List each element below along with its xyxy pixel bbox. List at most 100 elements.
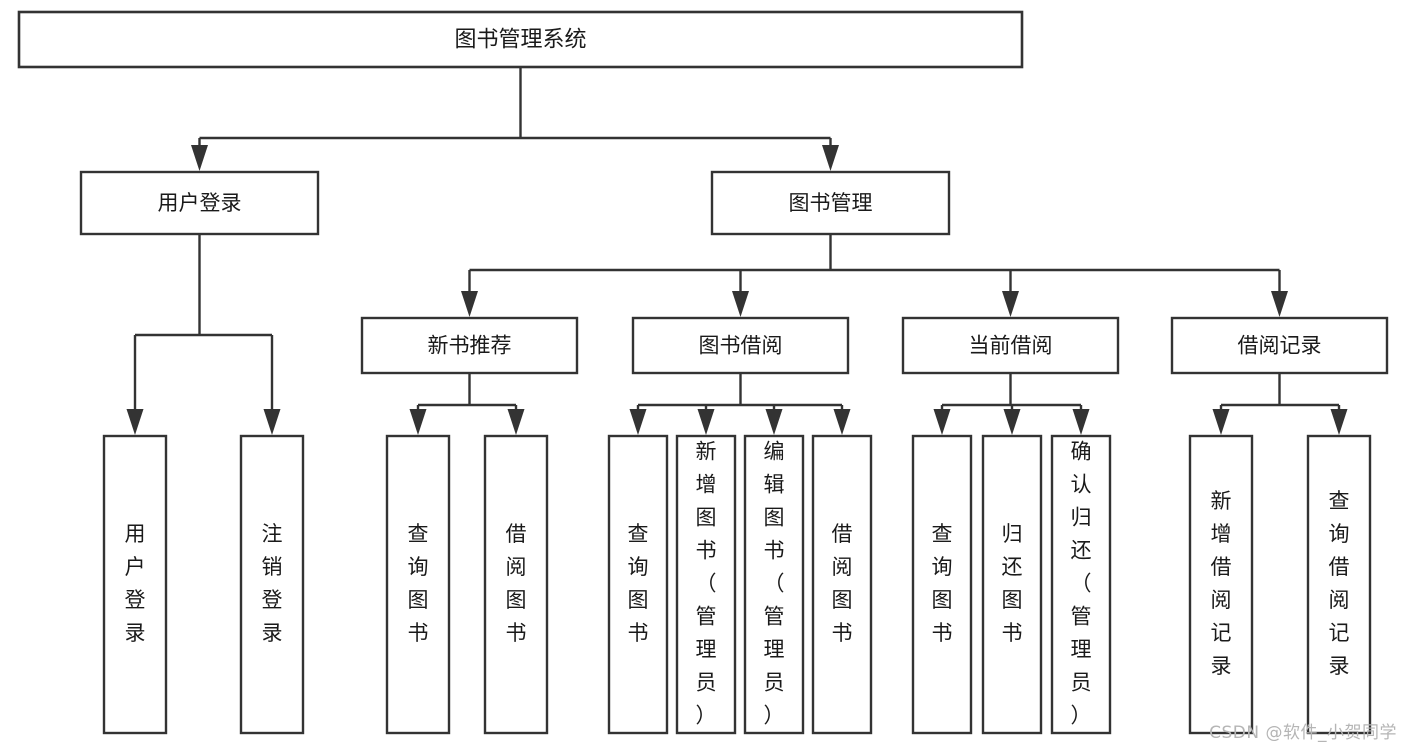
svg-text:询: 询 — [1329, 522, 1350, 546]
svg-text:记: 记 — [1329, 621, 1350, 645]
arrow-level3-2-to-leaf-1 — [1003, 405, 1021, 435]
arrow-level3-0-to-leaf-0 — [409, 405, 427, 435]
svg-text:询: 询 — [628, 555, 649, 579]
arrow-head-icon — [191, 145, 208, 171]
node-level3-label-1: 图书借阅 — [699, 334, 783, 358]
svg-text:阅: 阅 — [832, 555, 853, 579]
svg-text:图: 图 — [408, 588, 429, 612]
arrow-level3-3-to-leaf-1 — [1330, 405, 1348, 435]
svg-text:销: 销 — [262, 555, 283, 579]
svg-text:员: 员 — [696, 671, 717, 695]
svg-text:理: 理 — [1071, 638, 1092, 662]
arrow-root-to-level2-0 — [191, 138, 208, 171]
svg-text:借: 借 — [506, 522, 527, 546]
arrow-head-icon — [507, 409, 525, 435]
arrow-head-icon — [409, 409, 427, 435]
node-leaf-7-box — [811, 434, 873, 735]
svg-text:图: 图 — [932, 588, 953, 612]
arrow-level3-3-to-leaf-0 — [1212, 405, 1230, 435]
svg-text:理: 理 — [696, 638, 717, 662]
arrow-level3-2-to-leaf-2 — [1072, 405, 1090, 435]
node-level3-label-0: 新书推荐 — [428, 334, 512, 358]
arrow-root-to-level2-1 — [822, 138, 839, 171]
svg-text:借: 借 — [1329, 555, 1350, 579]
svg-text:认: 认 — [1071, 473, 1092, 497]
svg-text:登: 登 — [262, 588, 283, 612]
svg-text:还: 还 — [1002, 555, 1023, 579]
node-root[interactable]: 图书管理系统 — [17, 10, 1024, 69]
arrow-level3-0-to-leaf-1 — [507, 405, 525, 435]
node-level3-1-box — [631, 316, 850, 375]
node-level2-1-box — [710, 170, 951, 236]
node-leaf-0[interactable]: 用户登录 — [102, 434, 168, 735]
node-level3-1[interactable]: 图书借阅 — [631, 316, 850, 375]
node-level2-0-box — [79, 170, 320, 236]
svg-text:户: 户 — [125, 555, 146, 579]
arrow-head-icon — [1330, 409, 1348, 435]
node-level3-3[interactable]: 借阅记录 — [1170, 316, 1389, 375]
node-level3-label-2: 当前借阅 — [969, 334, 1053, 358]
arrow-head-icon — [1072, 409, 1090, 435]
node-leaf-6-box — [743, 434, 805, 735]
arrow-login-to-leaf-1 — [263, 335, 281, 435]
svg-text:阅: 阅 — [1211, 588, 1232, 612]
svg-text:书: 书 — [932, 621, 953, 645]
svg-text:书: 书 — [628, 621, 649, 645]
node-leaf-label-0: 用户登录 — [125, 522, 146, 645]
connectors-layer — [126, 67, 1348, 435]
arrow-level3-1-to-leaf-3 — [833, 405, 851, 435]
svg-text:书: 书 — [408, 621, 429, 645]
svg-text:确: 确 — [1071, 440, 1092, 464]
arrow-head-icon — [732, 291, 749, 317]
node-level2-label-0: 用户登录 — [158, 191, 242, 215]
node-leaf-3-box — [483, 434, 549, 735]
svg-text:管: 管 — [764, 605, 785, 629]
node-level3-0[interactable]: 新书推荐 — [360, 316, 579, 375]
svg-text:图: 图 — [1002, 588, 1023, 612]
svg-text:图: 图 — [506, 588, 527, 612]
svg-text:（: （ — [764, 572, 785, 596]
node-level3-2[interactable]: 当前借阅 — [901, 316, 1120, 375]
svg-text:注: 注 — [262, 522, 283, 546]
arrow-head-icon — [1002, 291, 1019, 317]
svg-text:登: 登 — [125, 588, 146, 612]
node-level2-label-1: 图书管理 — [789, 191, 873, 215]
arrow-head-icon — [461, 291, 478, 317]
arrow-mgmt-to-level3-1 — [732, 270, 749, 317]
svg-text:增: 增 — [696, 473, 717, 497]
svg-text:编: 编 — [764, 440, 785, 464]
svg-text:阅: 阅 — [1329, 588, 1350, 612]
svg-text:）: ） — [1071, 704, 1092, 728]
node-leaf-1-box — [239, 434, 305, 735]
node-level2-0[interactable]: 用户登录 — [79, 170, 320, 236]
node-leaf-11-box — [1188, 434, 1254, 735]
node-leaf-9-box — [981, 434, 1043, 735]
node-leaf-10-box — [1050, 434, 1112, 735]
svg-text:归: 归 — [1071, 506, 1092, 530]
arrow-head-icon — [1271, 291, 1288, 317]
node-level2-1[interactable]: 图书管理 — [710, 170, 951, 236]
svg-text:录: 录 — [1211, 654, 1232, 678]
arrow-head-icon — [833, 409, 851, 435]
svg-text:录: 录 — [1329, 654, 1350, 678]
